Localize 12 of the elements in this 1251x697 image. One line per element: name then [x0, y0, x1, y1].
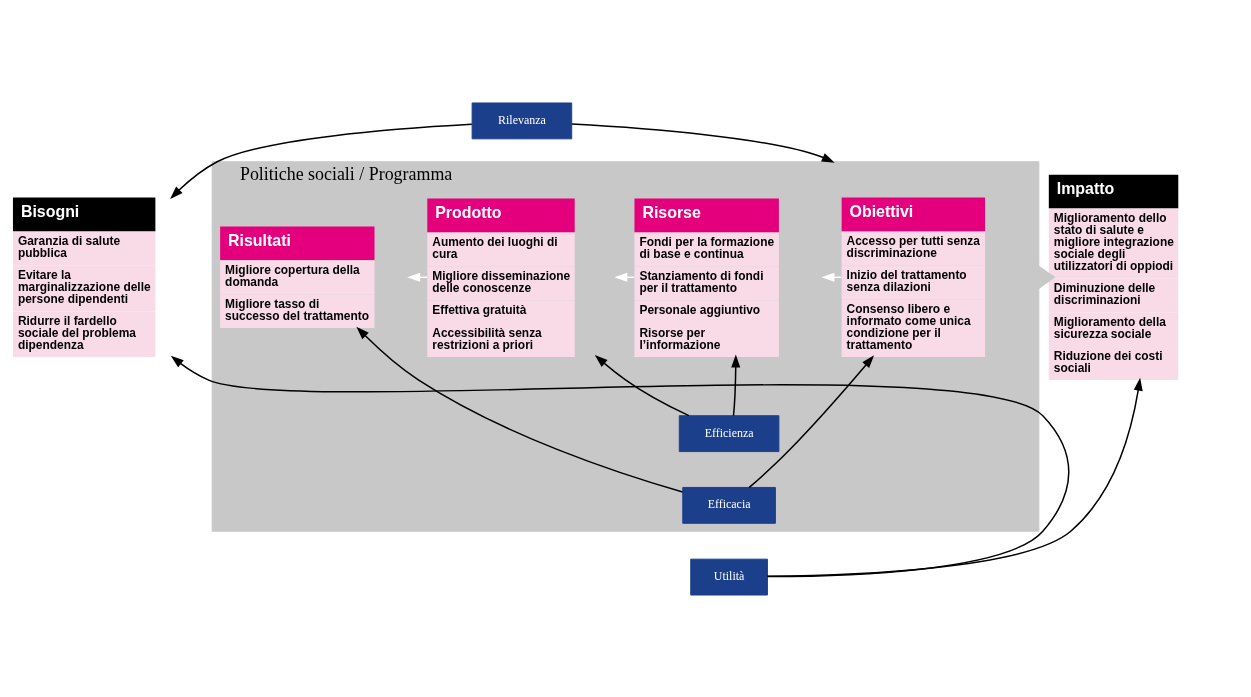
node-box: Efficacia: [682, 486, 776, 524]
arrow: [170, 123, 473, 199]
node-box: Efficienza: [678, 414, 780, 452]
arrow: [170, 355, 1070, 577]
arrow: [766, 377, 1143, 577]
node-box: Utilità: [690, 558, 768, 595]
arrow: [594, 354, 690, 416]
arrow: [356, 326, 684, 493]
arrow: [731, 354, 741, 416]
arrow: [571, 122, 835, 163]
node-box: Rilevanza: [471, 102, 573, 139]
arrow: [748, 354, 875, 488]
